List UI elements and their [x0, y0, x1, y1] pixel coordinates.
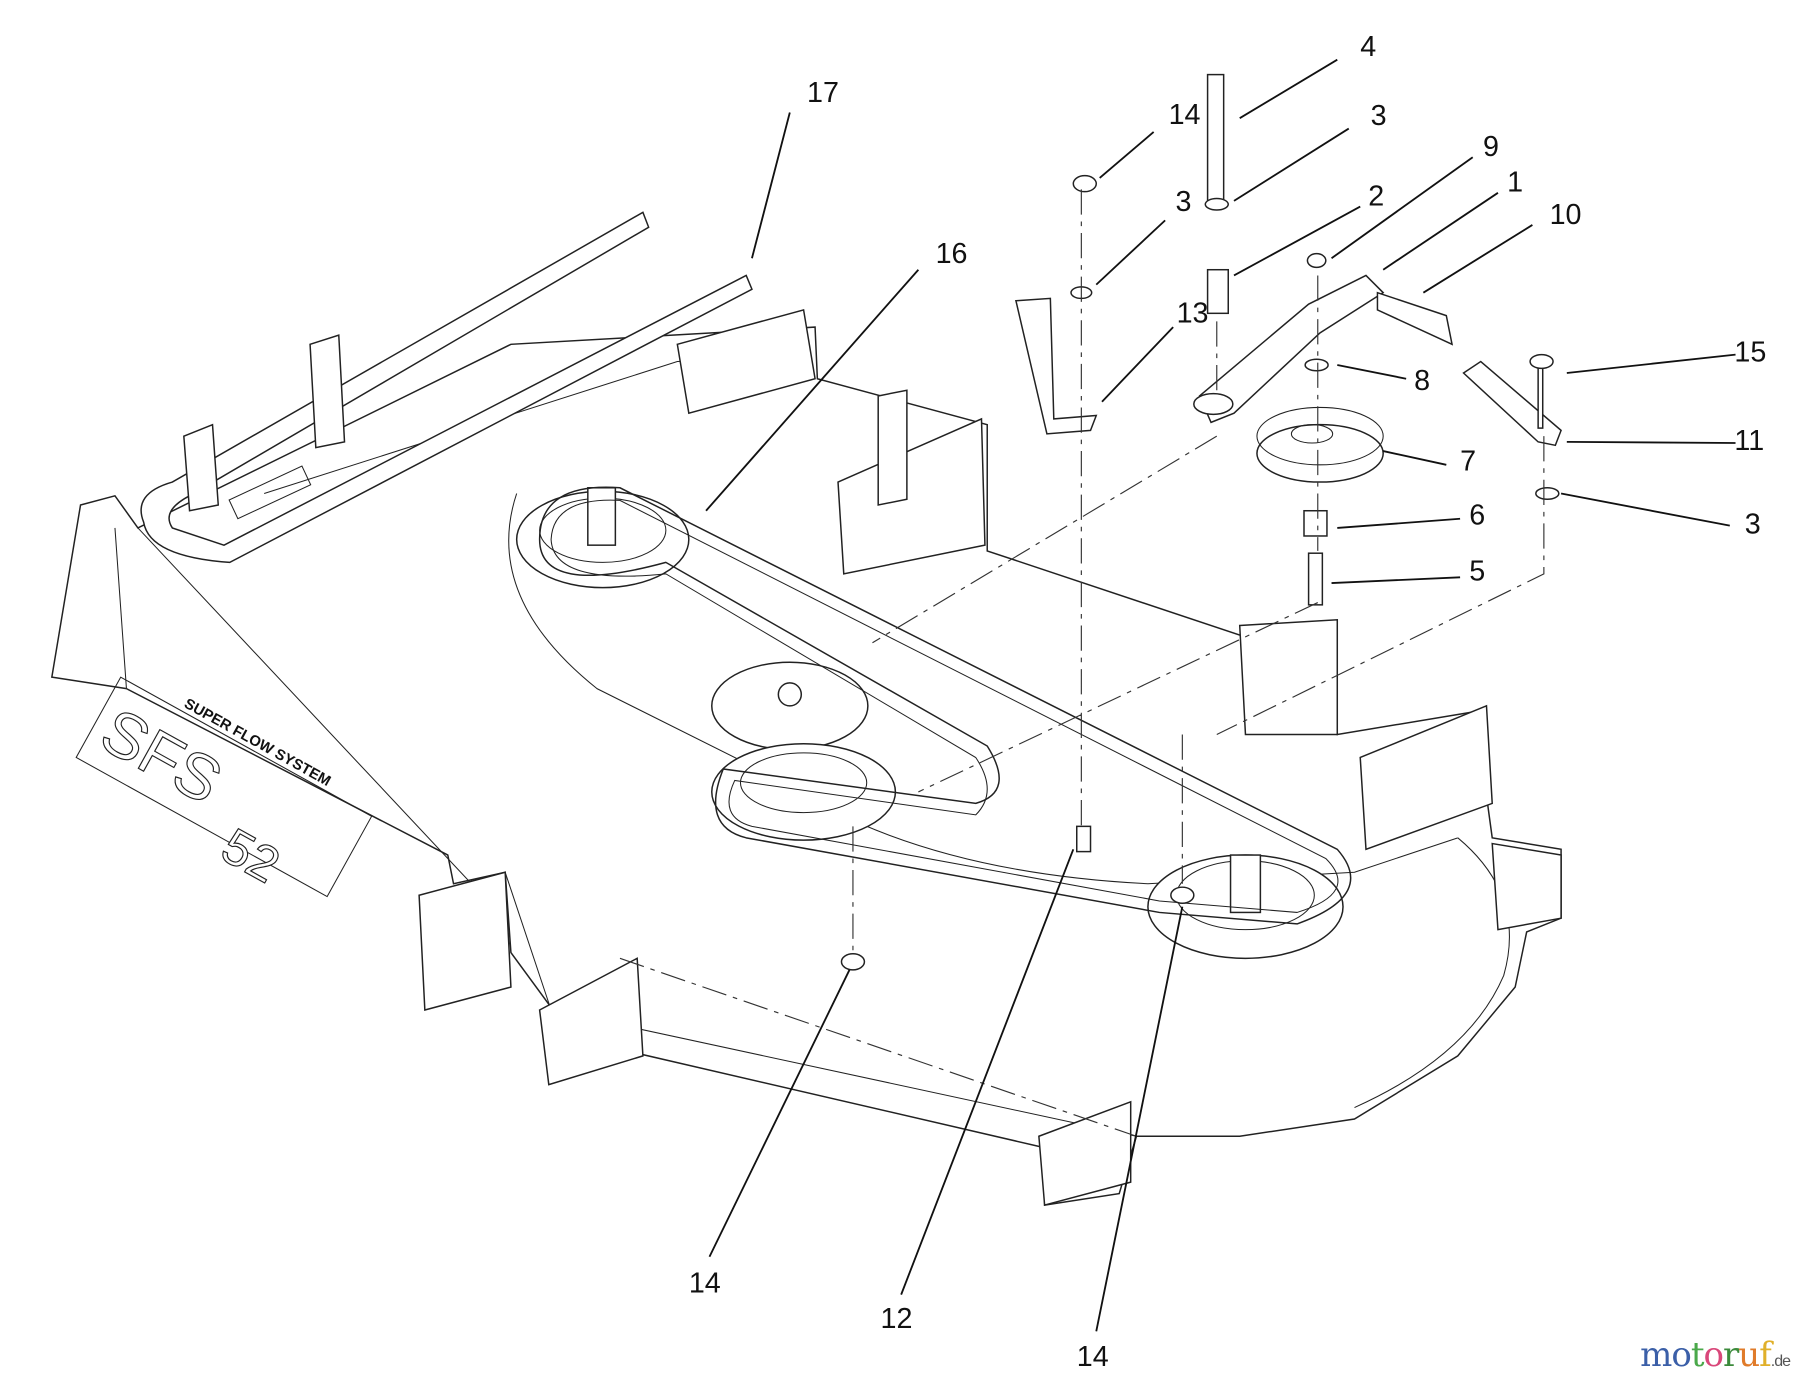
callout-15: 15	[1734, 337, 1766, 369]
callout-3: 3	[1175, 186, 1191, 218]
deck-brackets	[183, 308, 1562, 1207]
watermark-letter: r	[1722, 1335, 1739, 1375]
callout-7: 7	[1460, 446, 1476, 478]
callout-1: 1	[1507, 167, 1523, 199]
callout-14: 14	[689, 1267, 721, 1299]
callout-10: 10	[1550, 199, 1582, 231]
callout-14: 14	[1169, 99, 1201, 131]
callout-13: 13	[1177, 298, 1209, 330]
callout-17: 17	[807, 77, 839, 109]
assembly-axis-lines	[619, 189, 1545, 1137]
callout-2: 2	[1368, 180, 1384, 212]
watermark-logo: motoruf.de	[1640, 1335, 1791, 1375]
pulleys	[515, 487, 1344, 960]
callout-4: 4	[1360, 31, 1376, 63]
leader-lines	[705, 58, 1736, 1332]
watermark-letter: o	[1671, 1335, 1692, 1375]
watermark-letter: u	[1738, 1335, 1760, 1375]
callout-5: 5	[1469, 556, 1485, 588]
callout-8: 8	[1414, 365, 1430, 397]
watermark-letter: f	[1759, 1335, 1772, 1375]
callout-11: 11	[1734, 425, 1764, 457]
callout-labels: 4 14 3 9 1 2 10 3 17 16 13 15 8 11 7 3 6…	[689, 31, 1766, 1373]
callout-6: 6	[1469, 500, 1485, 532]
drive-belt	[538, 486, 1352, 925]
deck-handle-rod	[140, 211, 753, 564]
callout-3: 3	[1371, 100, 1387, 132]
callout-3: 3	[1745, 509, 1761, 541]
idler-assembly	[840, 73, 1562, 971]
callout-16: 16	[936, 238, 968, 270]
watermark-letter: t	[1690, 1335, 1705, 1375]
watermark-letter: m	[1640, 1335, 1672, 1375]
callout-14: 14	[1077, 1341, 1109, 1373]
svg-text:52: 52	[213, 817, 290, 894]
callout-9: 9	[1483, 131, 1499, 163]
watermark-letter: o	[1703, 1335, 1725, 1375]
callout-12: 12	[880, 1303, 912, 1335]
